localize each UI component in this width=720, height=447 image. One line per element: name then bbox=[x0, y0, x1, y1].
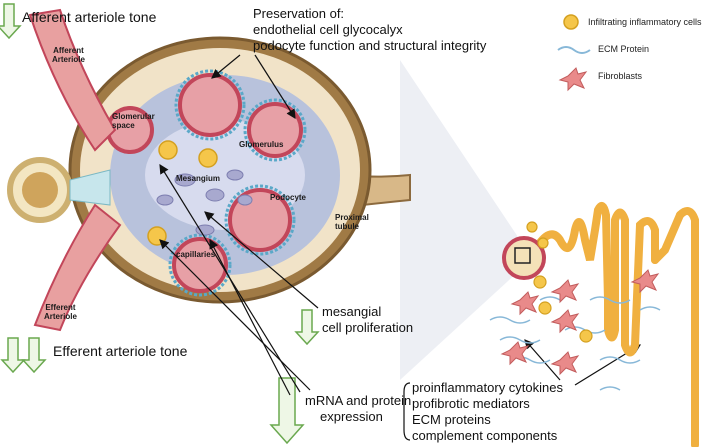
pointer-arrows bbox=[159, 54, 642, 396]
zoom-projection bbox=[400, 60, 520, 380]
mediator-item: proinflammatory cytokines bbox=[412, 380, 563, 395]
mediator-item: ECM proteins bbox=[412, 412, 491, 427]
ecm-protein-icon bbox=[557, 46, 591, 54]
afferent-arteriole-shape bbox=[28, 8, 117, 152]
preservation-title: Preservation of: bbox=[253, 6, 345, 21]
mesangial-cells bbox=[156, 169, 253, 236]
efferent-arteriole-shape bbox=[33, 203, 122, 332]
down-arrows bbox=[0, 3, 320, 445]
tubular-inflammatory-cells bbox=[526, 221, 593, 343]
mesangium-label: Mesangium bbox=[176, 174, 221, 183]
capillaries-label: capillaries bbox=[176, 250, 216, 259]
preservation-line-podocyte: podocyte function and structural integri… bbox=[253, 38, 487, 53]
legend-label-inflammatory: Infiltrating inflammatory cells bbox=[588, 17, 702, 27]
mesangial-label-2: cell proliferation bbox=[322, 320, 414, 335]
podocyte-label: Podocyte bbox=[270, 193, 307, 202]
legend-label-fibroblast: Fibroblasts bbox=[598, 71, 643, 81]
inflammatory-cell-icon bbox=[563, 14, 579, 30]
glomerulus-label: Glomerulus bbox=[239, 140, 284, 149]
mesangial-label-1: mesangial bbox=[322, 304, 382, 319]
nephron-glomerulus bbox=[502, 236, 546, 280]
expression-label-1: mRNA and protein bbox=[305, 393, 412, 408]
efferent-tone-label: Efferent arteriole tone bbox=[53, 343, 188, 359]
fibroblasts bbox=[500, 269, 660, 376]
preservation-line-glycocalyx: endothelial cell glycocalyx bbox=[253, 22, 403, 37]
mediators-bracket bbox=[403, 382, 411, 441]
legend-label-ecm: ECM Protein bbox=[598, 44, 650, 54]
mediator-item: profibrotic mediators bbox=[412, 396, 530, 411]
fibroblast-icon bbox=[558, 67, 588, 92]
legend-icons bbox=[557, 14, 591, 92]
mediator-item: complement components bbox=[412, 428, 558, 443]
afferent-tone-label: Afferent arteriole tone bbox=[22, 9, 157, 25]
expression-label-2: expression bbox=[320, 409, 383, 424]
nephron-tubule bbox=[531, 202, 699, 447]
